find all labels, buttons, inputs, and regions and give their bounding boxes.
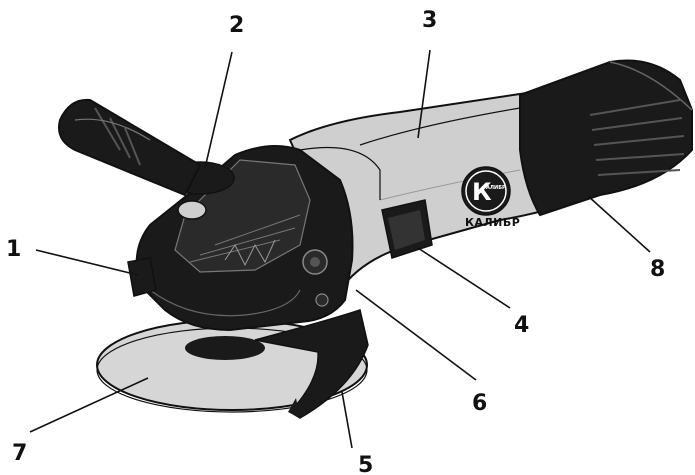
brand-name: КАЛИБР bbox=[465, 216, 520, 229]
callout-1: 1 bbox=[6, 237, 21, 262]
power-switch bbox=[381, 199, 433, 259]
callout-2: 2 bbox=[229, 13, 244, 38]
callout-4: 4 bbox=[514, 313, 529, 338]
leader-lines bbox=[29, 49, 651, 449]
rear-handle bbox=[519, 59, 693, 217]
leader-1 bbox=[35, 249, 139, 276]
logo-letter: К bbox=[472, 178, 492, 206]
callout-3: 3 bbox=[422, 8, 437, 33]
leader-7 bbox=[29, 377, 149, 433]
callout-6: 6 bbox=[472, 391, 487, 416]
leader-5 bbox=[341, 391, 353, 449]
side-handle bbox=[58, 98, 202, 197]
callout-5: 5 bbox=[358, 453, 373, 475]
handle-mount bbox=[127, 257, 157, 297]
brand-logo: К АЛИБР КАЛИБР bbox=[461, 166, 520, 229]
callout-labels: 1 2 3 4 5 6 7 8 bbox=[6, 8, 665, 475]
logo-small-text: АЛИБР bbox=[486, 185, 506, 191]
callout-7: 7 bbox=[12, 441, 27, 466]
callout-8: 8 bbox=[650, 257, 665, 282]
leader-2 bbox=[204, 51, 233, 169]
disc-guard bbox=[254, 309, 369, 419]
leader-8 bbox=[587, 195, 651, 253]
leader-4 bbox=[417, 247, 511, 309]
leader-6 bbox=[355, 289, 477, 381]
leader-3 bbox=[417, 49, 431, 139]
